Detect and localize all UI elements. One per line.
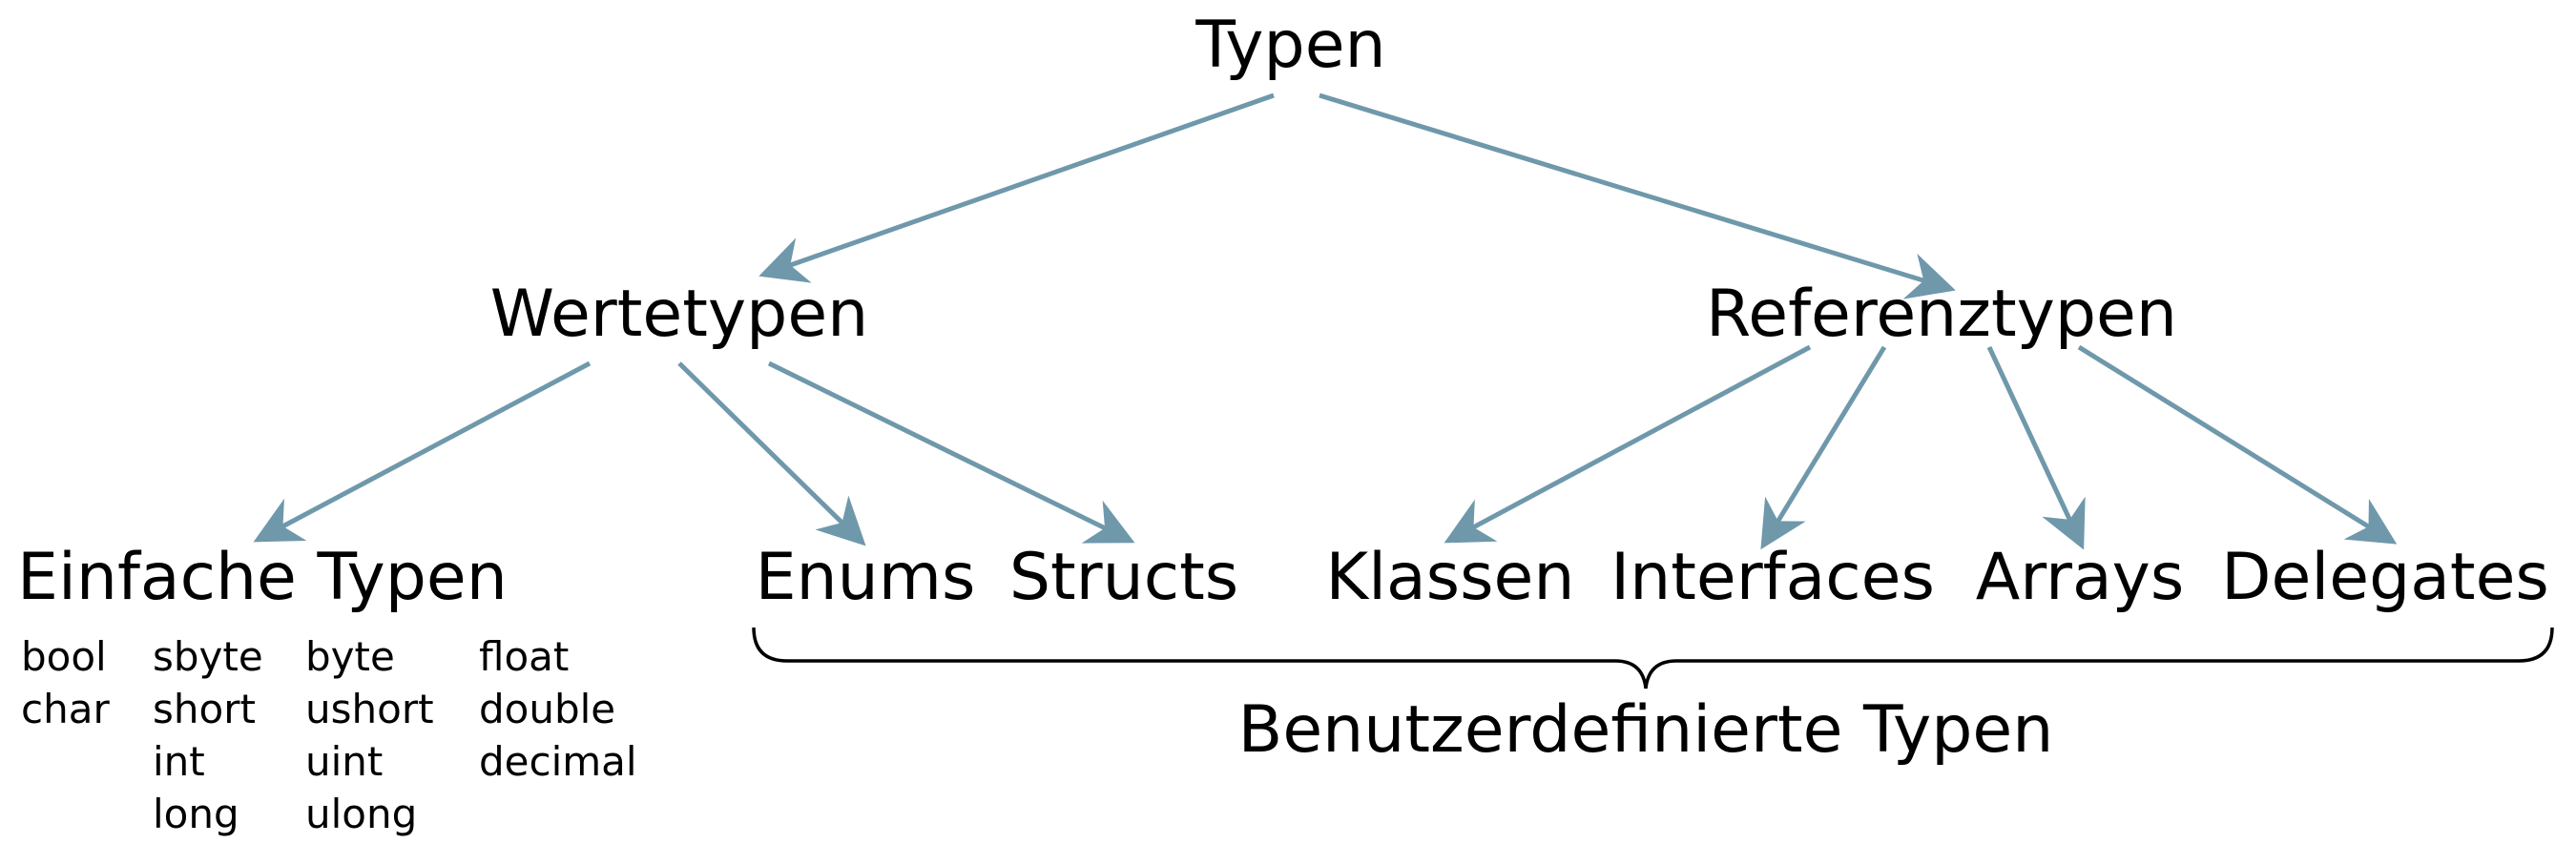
node-interfaces: Interfaces xyxy=(1610,540,1935,615)
simple-type: float xyxy=(479,633,569,680)
node-typen: Typen xyxy=(1195,8,1385,83)
simple-type: char xyxy=(21,686,110,732)
edge-wertetypen-structs xyxy=(767,360,1135,544)
simple-type: double xyxy=(479,686,615,732)
node-structs: Structs xyxy=(1009,540,1238,615)
simple-type: long xyxy=(153,791,239,837)
simple-type: ushort xyxy=(305,686,434,732)
simple-type: short xyxy=(153,686,256,732)
node-referenztypen: Referenztypen xyxy=(1706,277,2177,352)
simple-type: bool xyxy=(21,633,107,680)
edge-referenztypen-klassen xyxy=(1444,344,1812,544)
simple-type: byte xyxy=(305,633,395,680)
edges xyxy=(253,93,2398,550)
node-wertetypen: Wertetypen xyxy=(490,277,869,352)
user-defined-types-brace xyxy=(752,627,2554,690)
node-delegates: Delegates xyxy=(2221,540,2549,615)
node-arrays: Arrays xyxy=(1976,540,2185,615)
node-klassen: Klassen xyxy=(1326,540,1575,615)
simple-type: ulong xyxy=(305,791,417,837)
edge-referenztypen-delegates xyxy=(2077,344,2398,545)
node-einfache-typen: Einfache Typen xyxy=(17,540,508,615)
simple-type: decimal xyxy=(479,738,637,785)
edge-typen-referenztypen xyxy=(1319,93,1956,299)
label-benutzerdefinierte-typen: Benutzerdefinierte Typen xyxy=(1238,692,2054,768)
edge-wertetypen-enums xyxy=(677,361,866,546)
simple-type-list: bool char sbyte short int long byte usho… xyxy=(21,633,637,837)
edge-wertetypen-einfache-typen xyxy=(253,360,592,543)
node-enums: Enums xyxy=(756,540,976,615)
edge-referenztypen-arrays xyxy=(1986,345,2086,550)
edge-typen-wertetypen xyxy=(758,93,1275,283)
simple-type: sbyte xyxy=(153,633,263,680)
edge-referenztypen-interfaces xyxy=(1760,345,1887,550)
simple-type: uint xyxy=(305,738,383,785)
simple-type: int xyxy=(153,738,205,785)
